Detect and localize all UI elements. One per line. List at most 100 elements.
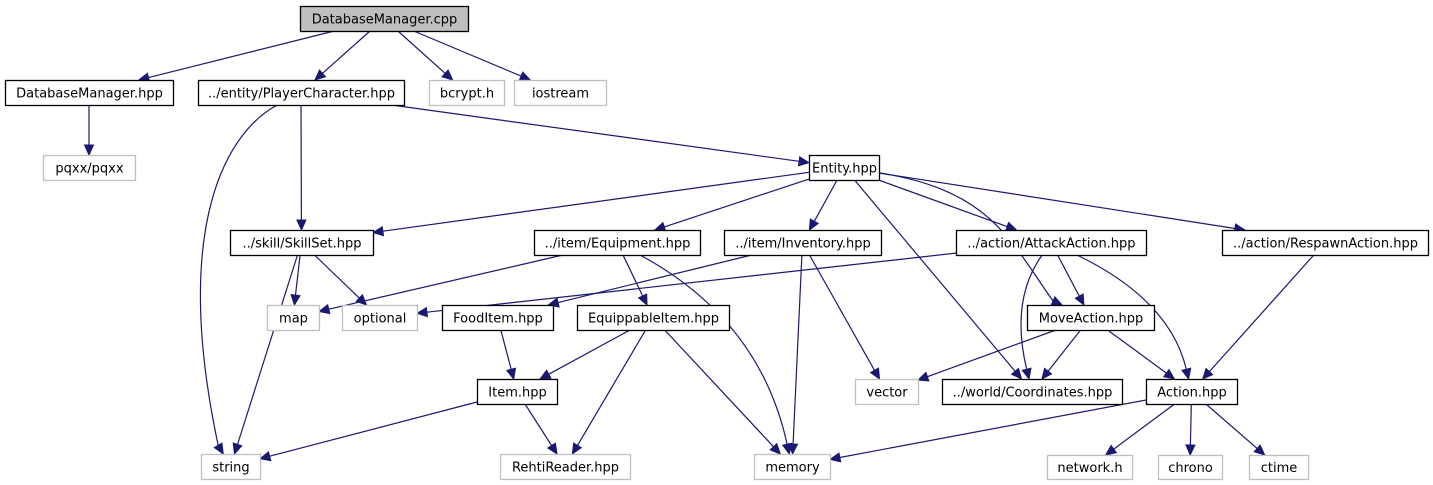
node-box <box>476 378 559 406</box>
node-item[interactable]: Item.hpp <box>476 378 559 406</box>
node-skillset[interactable]: ../skill/SkillSet.hpp <box>229 229 375 257</box>
edge-line <box>664 329 774 448</box>
node-box <box>955 229 1148 257</box>
node-label: memory <box>765 461 820 476</box>
edge-line <box>808 254 876 371</box>
arrowhead-icon <box>317 303 331 315</box>
edge-line <box>1057 254 1080 297</box>
node-box <box>533 229 702 257</box>
node-label: ../entity/PlayerCharacter.hpp <box>208 87 395 102</box>
node-label: bcrypt.h <box>440 87 494 102</box>
node-player[interactable]: ../entity/PlayerCharacter.hpp <box>197 79 406 107</box>
node-optional: optional <box>341 304 419 332</box>
node-label: ../item/Inventory.hpp <box>735 237 871 252</box>
edge-respawn-to-action <box>1201 254 1315 380</box>
node-box <box>229 229 375 257</box>
node-respawn[interactable]: ../action/RespawnAction.hpp <box>1221 229 1430 257</box>
node-label: string <box>212 461 249 476</box>
edge-line <box>500 329 512 370</box>
edge-line <box>878 172 1054 302</box>
node-action[interactable]: Action.hpp <box>1145 378 1239 406</box>
arrowhead-icon <box>1104 444 1118 456</box>
edge-inventory-to-memory <box>787 254 803 456</box>
node-label: Action.hpp <box>1157 386 1227 401</box>
edge-line <box>792 254 803 445</box>
node-label: Item.hpp <box>488 386 546 401</box>
edge-line <box>622 254 644 297</box>
node-label: ../item/Equipment.hpp <box>545 237 691 252</box>
edge-entity-to-respawn <box>878 172 1247 234</box>
node-label: optional <box>354 312 407 327</box>
edge-line <box>328 254 564 310</box>
node-box <box>428 79 506 107</box>
edge-dbm_cpp-to-bcrypt <box>397 30 454 81</box>
nodes-layer: DatabaseManager.cppDatabaseManager.hpp..… <box>4 5 1430 481</box>
node-box <box>499 453 632 481</box>
node-iostream: iostream <box>513 79 608 107</box>
node-label: vector <box>866 386 908 401</box>
arrowhead-icon <box>1074 293 1085 307</box>
edge-line <box>322 30 371 74</box>
node-dbm_hpp[interactable]: DatabaseManager.hpp <box>4 79 175 107</box>
edge-item-to-string <box>258 401 478 462</box>
node-map: map <box>266 304 321 332</box>
arrowhead-icon <box>213 442 224 456</box>
node-box <box>808 154 881 182</box>
node-label: ../action/RespawnAction.hpp <box>1233 237 1418 252</box>
node-equipment[interactable]: ../item/Equipment.hpp <box>533 229 702 257</box>
node-box <box>1248 454 1310 481</box>
node-box <box>299 5 470 33</box>
node-box <box>753 453 832 481</box>
node-move[interactable]: MoveAction.hpp <box>1026 304 1156 332</box>
edge-attack-to-coords <box>1020 254 1043 381</box>
edge-attack-to-optional <box>415 252 957 318</box>
edge-equippable-to-memory <box>664 329 782 455</box>
edge-move-to-coords <box>1041 329 1082 380</box>
arrowhead-icon <box>314 69 327 81</box>
edge-item-to-rehti <box>524 403 558 456</box>
node-fooditem[interactable]: FoodItem.hpp <box>441 304 555 332</box>
node-box <box>1046 454 1134 481</box>
node-box <box>1157 454 1224 481</box>
node-entity[interactable]: Entity.hpp <box>808 154 881 182</box>
arrowhead-icon <box>546 442 558 456</box>
arrowhead-icon <box>1021 367 1032 381</box>
arrowhead-icon <box>518 71 532 81</box>
node-bcrypt: bcrypt.h <box>428 79 506 107</box>
edge-line <box>148 30 335 79</box>
arrowhead-icon <box>787 443 799 456</box>
arrowhead-icon <box>415 306 428 318</box>
arrowhead-icon <box>869 367 881 381</box>
edge-line <box>391 104 800 162</box>
node-label: DatabaseManager.hpp <box>16 87 163 102</box>
node-inventory[interactable]: ../item/Inventory.hpp <box>723 229 883 257</box>
edge-dbm_cpp-to-iostream <box>413 30 532 81</box>
edge-equipment-to-memory <box>639 254 793 456</box>
node-string: string <box>200 453 262 481</box>
edge-line <box>1047 329 1082 372</box>
edge-line <box>236 254 299 445</box>
edge-entity-to-attack <box>878 179 1018 232</box>
arrowhead-icon <box>637 293 648 307</box>
arrowhead-icon <box>1181 367 1192 381</box>
edge-action-to-memory <box>828 399 1147 463</box>
edge-line <box>1205 403 1258 449</box>
edge-line <box>1113 403 1175 450</box>
arrowhead-icon <box>797 155 811 167</box>
node-label: DatabaseManager.cpp <box>312 13 458 28</box>
node-attack[interactable]: ../action/AttackAction.hpp <box>955 229 1148 257</box>
edge-line <box>199 104 278 446</box>
edge-line <box>639 254 788 445</box>
edge-line <box>294 254 301 296</box>
node-box <box>197 79 406 107</box>
arrowhead-icon <box>808 218 820 232</box>
edge-dbm_cpp-to-dbm_hpp <box>137 30 335 83</box>
node-dbm_cpp[interactable]: DatabaseManager.cpp <box>299 5 470 33</box>
node-equippable[interactable]: EquippableItem.hpp <box>576 304 731 332</box>
edge-line <box>548 329 631 375</box>
edge-entity-to-inventory <box>808 179 838 232</box>
arrowhead-icon <box>1041 367 1053 380</box>
node-coords[interactable]: ../world/Coordinates.hpp <box>941 378 1124 406</box>
edge-line <box>927 329 1057 378</box>
edge-line <box>1020 254 1043 370</box>
